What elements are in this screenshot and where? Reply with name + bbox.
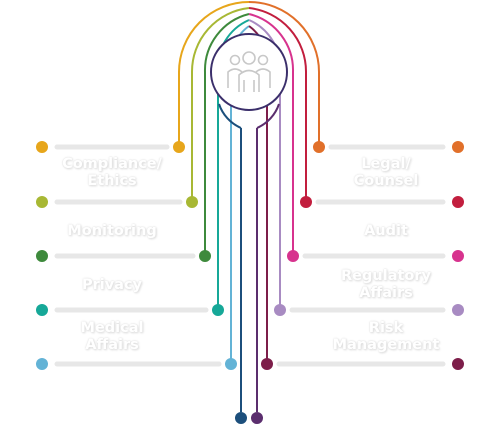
left-dot-outer-2 [36, 250, 48, 262]
right-dot-outer-0 [452, 141, 464, 153]
left-dot-outer-1 [36, 196, 48, 208]
bottom-dot-1 [251, 412, 263, 424]
left-dot-inner-0 [173, 141, 185, 153]
left-connector-line-1 [190, 7, 250, 201]
bottom-trunk-curve-0 [218, 103, 242, 129]
left-dot-inner-3 [212, 304, 224, 316]
right-dot-outer-1 [452, 196, 464, 208]
right-dot-outer-2 [452, 250, 464, 262]
right-dot-outer-3 [452, 304, 464, 316]
right-dot-inner-2 [287, 250, 299, 262]
right-dot-inner-0 [313, 141, 325, 153]
left-dot-inner-1 [186, 196, 198, 208]
bottom-trunk-curve-1 [256, 103, 280, 129]
left-connector-line-2 [203, 13, 250, 255]
right-dot-outer-4 [452, 358, 464, 370]
bottom-dot-0 [235, 412, 247, 424]
center-hub-circle [210, 33, 288, 111]
left-dot-inner-2 [199, 250, 211, 262]
left-dot-outer-4 [36, 358, 48, 370]
right-dot-inner-3 [274, 304, 286, 316]
right-connector-line-0 [248, 1, 320, 146]
right-connector-line-2 [248, 13, 295, 255]
right-dot-inner-4 [261, 358, 273, 370]
left-dot-inner-4 [225, 358, 237, 370]
right-connector-line-1 [248, 7, 308, 201]
left-dot-outer-3 [36, 304, 48, 316]
left-connector-line-0 [178, 1, 250, 146]
left-dot-outer-0 [36, 141, 48, 153]
right-dot-inner-1 [300, 196, 312, 208]
team-people-icon [227, 51, 271, 92]
